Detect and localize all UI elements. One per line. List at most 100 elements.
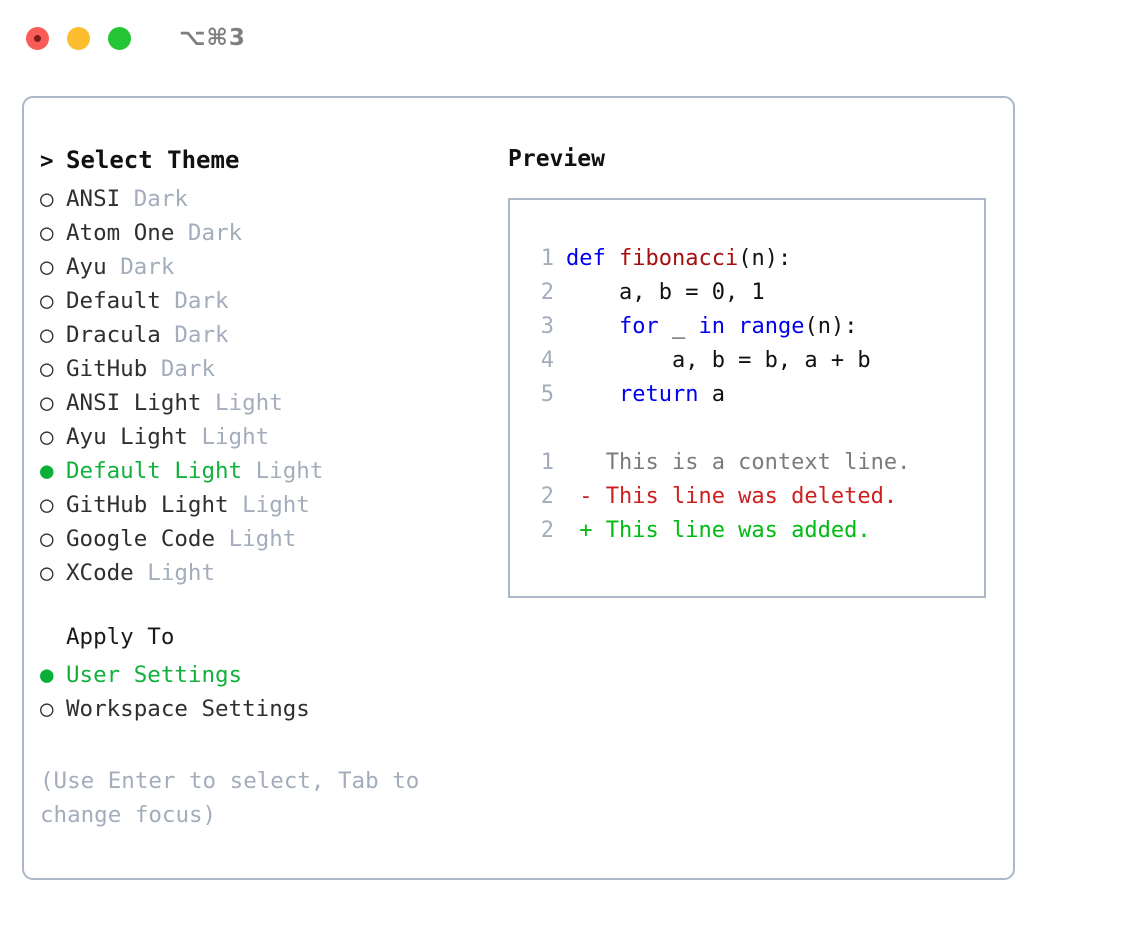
theme-name-gap xyxy=(134,560,148,586)
theme-category-label: Dark xyxy=(174,322,229,348)
code-token-plain: (n): xyxy=(738,246,792,271)
keyboard-shortcut-label: ⌥⌘3 xyxy=(179,25,246,51)
radio-selected-icon[interactable]: ● xyxy=(40,458,54,484)
theme-name-gap xyxy=(242,458,256,484)
theme-name-label: Default xyxy=(66,288,161,314)
title-bar: ⌥⌘3 xyxy=(0,0,1140,76)
theme-list-item[interactable]: ○Ayu Dark xyxy=(40,254,494,288)
diff-sample: 1 This is a context line.2 - This line w… xyxy=(528,446,984,548)
radio-unselected-icon[interactable]: ○ xyxy=(40,526,54,552)
theme-list-item[interactable]: ○Google Code Light xyxy=(40,526,494,560)
code-diff-separator xyxy=(528,412,984,446)
radio-unselected-icon[interactable]: ○ xyxy=(40,186,54,212)
radio-unselected-icon[interactable]: ○ xyxy=(40,254,54,280)
maximize-window-icon[interactable] xyxy=(108,26,131,50)
diff-line: 2 - This line was deleted. xyxy=(528,480,984,514)
radio-unselected-icon[interactable]: ○ xyxy=(40,560,54,586)
list-spacer xyxy=(40,594,494,624)
radio-unselected-icon[interactable]: ○ xyxy=(40,390,54,416)
diff-line-text-ctx: This is a context line. xyxy=(566,450,911,475)
close-window-icon[interactable] xyxy=(26,26,49,50)
theme-selector-column: >Select Theme ○ANSI Dark○Atom One Dark○A… xyxy=(24,146,494,878)
radio-unselected-icon[interactable]: ○ xyxy=(40,492,54,518)
theme-list-item[interactable]: ○XCode Light xyxy=(40,560,494,594)
code-token-plain: a, b = b, a + b xyxy=(566,348,871,373)
apply-to-option-label: User Settings xyxy=(66,662,243,688)
minimize-window-icon[interactable] xyxy=(67,26,90,50)
theme-name-label: ANSI xyxy=(66,186,121,212)
theme-list-item[interactable]: ○ Ayu Light Light xyxy=(40,424,494,458)
main-panel: >Select Theme ○ANSI Dark○Atom One Dark○A… xyxy=(22,96,1015,880)
radio-unselected-icon[interactable]: ○ xyxy=(40,288,54,314)
theme-name-label: Default Light xyxy=(66,458,243,484)
theme-name-label: Ayu Light xyxy=(66,424,188,450)
theme-list-item[interactable]: ○ ANSI Light Light xyxy=(40,390,494,424)
theme-list-item[interactable]: ○Default Dark xyxy=(40,288,494,322)
theme-list-item[interactable]: ○ANSI Dark xyxy=(40,186,494,220)
apply-to-list: ● User Settings ○ Workspace Settings xyxy=(40,662,494,730)
theme-name-gap xyxy=(174,220,188,246)
preview-title: Preview xyxy=(508,146,605,172)
theme-name-gap xyxy=(201,390,215,416)
prompt-caret-icon: > xyxy=(40,148,54,174)
theme-name-label: Dracula xyxy=(66,322,161,348)
code-token-plain: a xyxy=(698,382,725,407)
theme-list-item[interactable]: ● Default Light Light xyxy=(40,458,494,492)
radio-unselected-icon[interactable]: ○ xyxy=(40,220,54,246)
theme-list-item[interactable]: ○ GitHub Light Light xyxy=(40,492,494,526)
select-theme-heading: >Select Theme xyxy=(40,146,494,186)
code-line: 2 a, b = 0, 1 xyxy=(528,276,984,310)
diff-line-text-del: - This line was deleted. xyxy=(566,484,898,509)
theme-category-label: Light xyxy=(255,458,324,484)
diff-line: 2 + This line was added. xyxy=(528,514,984,548)
theme-category-label: Dark xyxy=(187,220,243,246)
code-line-number: 2 xyxy=(540,280,554,305)
theme-category-label: Light xyxy=(215,390,283,416)
apply-to-heading: Apply To xyxy=(66,624,175,650)
theme-category-label: Light xyxy=(201,424,270,450)
apply-to-option[interactable]: ● User Settings xyxy=(40,662,494,696)
theme-list-item[interactable]: ○GitHub Dark xyxy=(40,356,494,390)
theme-list-item[interactable]: ○ Dracula Dark xyxy=(40,322,494,356)
apply-to-option-label: Workspace Settings xyxy=(66,696,310,722)
code-token-kw: def xyxy=(566,246,619,271)
code-token-kw: range xyxy=(738,314,805,339)
window-controls xyxy=(26,26,131,50)
diff-line-number: 2 xyxy=(540,484,554,509)
theme-name-label: GitHub xyxy=(66,356,148,382)
diff-line: 1 This is a context line. xyxy=(528,446,984,480)
theme-name-label: ANSI Light xyxy=(66,390,202,416)
theme-category-label: Light xyxy=(242,492,310,518)
diff-line-number: 2 xyxy=(540,518,554,543)
code-token-plain: (n): xyxy=(804,314,858,339)
theme-name-label: Google Code xyxy=(66,526,216,552)
apply-to-option[interactable]: ○ Workspace Settings xyxy=(40,696,494,730)
keyboard-hint-text: (Use Enter to select, Tab to change focu… xyxy=(40,768,420,828)
radio-unselected-icon[interactable]: ○ xyxy=(40,696,54,722)
code-line-number: 1 xyxy=(540,246,554,271)
diff-line-number: 1 xyxy=(540,450,554,475)
theme-name-gap xyxy=(161,322,175,348)
theme-name-gap xyxy=(120,186,134,212)
theme-name-label: GitHub Light xyxy=(66,492,229,518)
code-token-plain: a, b = 0, 1 xyxy=(566,280,765,305)
radio-selected-icon[interactable]: ● xyxy=(40,662,54,688)
theme-category-label: Dark xyxy=(120,254,175,280)
hint-spacer xyxy=(40,730,494,764)
code-token-kw: for xyxy=(618,314,659,339)
radio-unselected-icon[interactable]: ○ xyxy=(40,424,54,450)
code-line-number: 3 xyxy=(540,314,554,339)
theme-list: ○ANSI Dark○Atom One Dark○Ayu Dark○Defaul… xyxy=(40,186,494,594)
code-token-kw: in xyxy=(698,314,725,339)
theme-name-gap xyxy=(215,526,229,552)
theme-name-gap xyxy=(147,356,161,382)
radio-unselected-icon[interactable]: ○ xyxy=(40,356,54,382)
theme-name-label: XCode xyxy=(66,560,134,586)
theme-list-item[interactable]: ○Atom One Dark xyxy=(40,220,494,254)
radio-unselected-icon[interactable]: ○ xyxy=(40,322,54,348)
